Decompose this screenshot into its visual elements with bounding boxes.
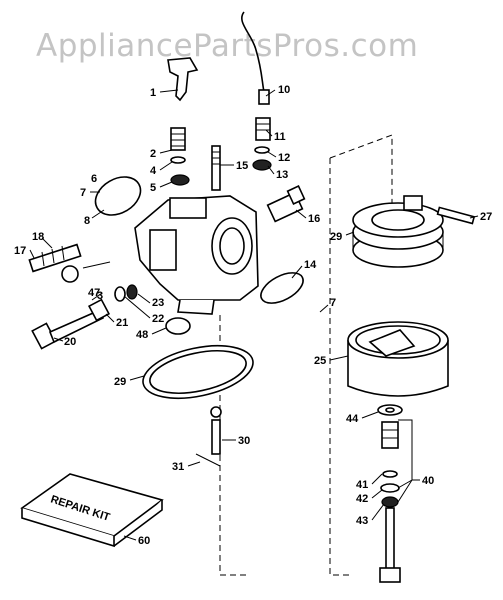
callout-48: 48 (136, 329, 148, 341)
part-jet-needle (31, 298, 111, 350)
callout-12: 12 (278, 152, 290, 164)
callout-23: 23 (152, 297, 164, 309)
callout-31: 31 (172, 461, 184, 473)
callout-30: 30 (238, 435, 250, 447)
callout-7-right: 7 (330, 297, 336, 309)
callout-27: 27 (480, 211, 492, 223)
callout-11: 11 (274, 131, 286, 143)
part-throttle-plate (260, 272, 304, 304)
callout-1: 1 (150, 87, 156, 99)
part-float-needle (195, 406, 222, 467)
part-spring-stack-right (252, 117, 272, 171)
callout-4: 4 (150, 165, 157, 177)
callout-60: 60 (138, 535, 150, 547)
callout-10: 10 (278, 84, 290, 96)
part-spring-stack-left (170, 127, 190, 186)
part-cable (241, 11, 270, 105)
part-carburetor-body (134, 195, 259, 315)
assembly-dashed-lines (219, 134, 393, 576)
part-oring-bowl (142, 344, 254, 400)
callout-labels: 1 2 3 4 5 6 7 7 8 10 11 12 13 14 15 16 1… (14, 84, 492, 547)
part-pin-27 (436, 206, 476, 225)
callout-43: 43 (356, 515, 368, 527)
callout-14: 14 (304, 259, 317, 271)
callout-40: 40 (422, 475, 434, 487)
callout-42: 42 (356, 493, 368, 505)
part-disc-48 (165, 317, 191, 335)
callout-15: 15 (236, 160, 248, 172)
part-repair-kit: REPAIR KIT (20, 473, 164, 548)
callout-7-left: 7 (80, 187, 86, 199)
part-screw-15 (211, 145, 221, 191)
callout-20: 20 (64, 336, 76, 348)
part-fitting-16 (266, 185, 306, 223)
callout-2: 2 (150, 148, 156, 160)
part-choke-plate (94, 176, 142, 216)
callout-17: 17 (14, 245, 26, 257)
part-idle-screw (28, 243, 82, 273)
callout-13: 13 (276, 169, 288, 181)
callout-5: 5 (150, 182, 156, 194)
callout-16: 16 (308, 213, 320, 225)
part-disc-47 (61, 265, 79, 283)
callout-29-upper: 29 (330, 231, 342, 243)
part-washers-22-23 (114, 284, 138, 302)
callout-3: 3 (97, 290, 103, 302)
callout-6: 6 (91, 173, 97, 185)
callout-18: 18 (32, 231, 44, 243)
callout-29-lower: 29 (114, 376, 126, 388)
watermark: AppliancePartsPros.com (36, 28, 419, 64)
callout-8: 8 (84, 215, 90, 227)
callout-25: 25 (314, 355, 326, 367)
part-bowl-nut-stack (377, 404, 403, 583)
leader-lines (29, 89, 479, 541)
callout-41: 41 (356, 479, 368, 491)
callout-21: 21 (116, 317, 128, 329)
callout-44: 44 (346, 413, 359, 425)
part-gasket-ring (352, 195, 444, 268)
callout-47: 47 (88, 287, 100, 299)
part-lever (167, 57, 199, 102)
callout-22: 22 (152, 313, 164, 325)
part-float-bowl (347, 321, 449, 397)
